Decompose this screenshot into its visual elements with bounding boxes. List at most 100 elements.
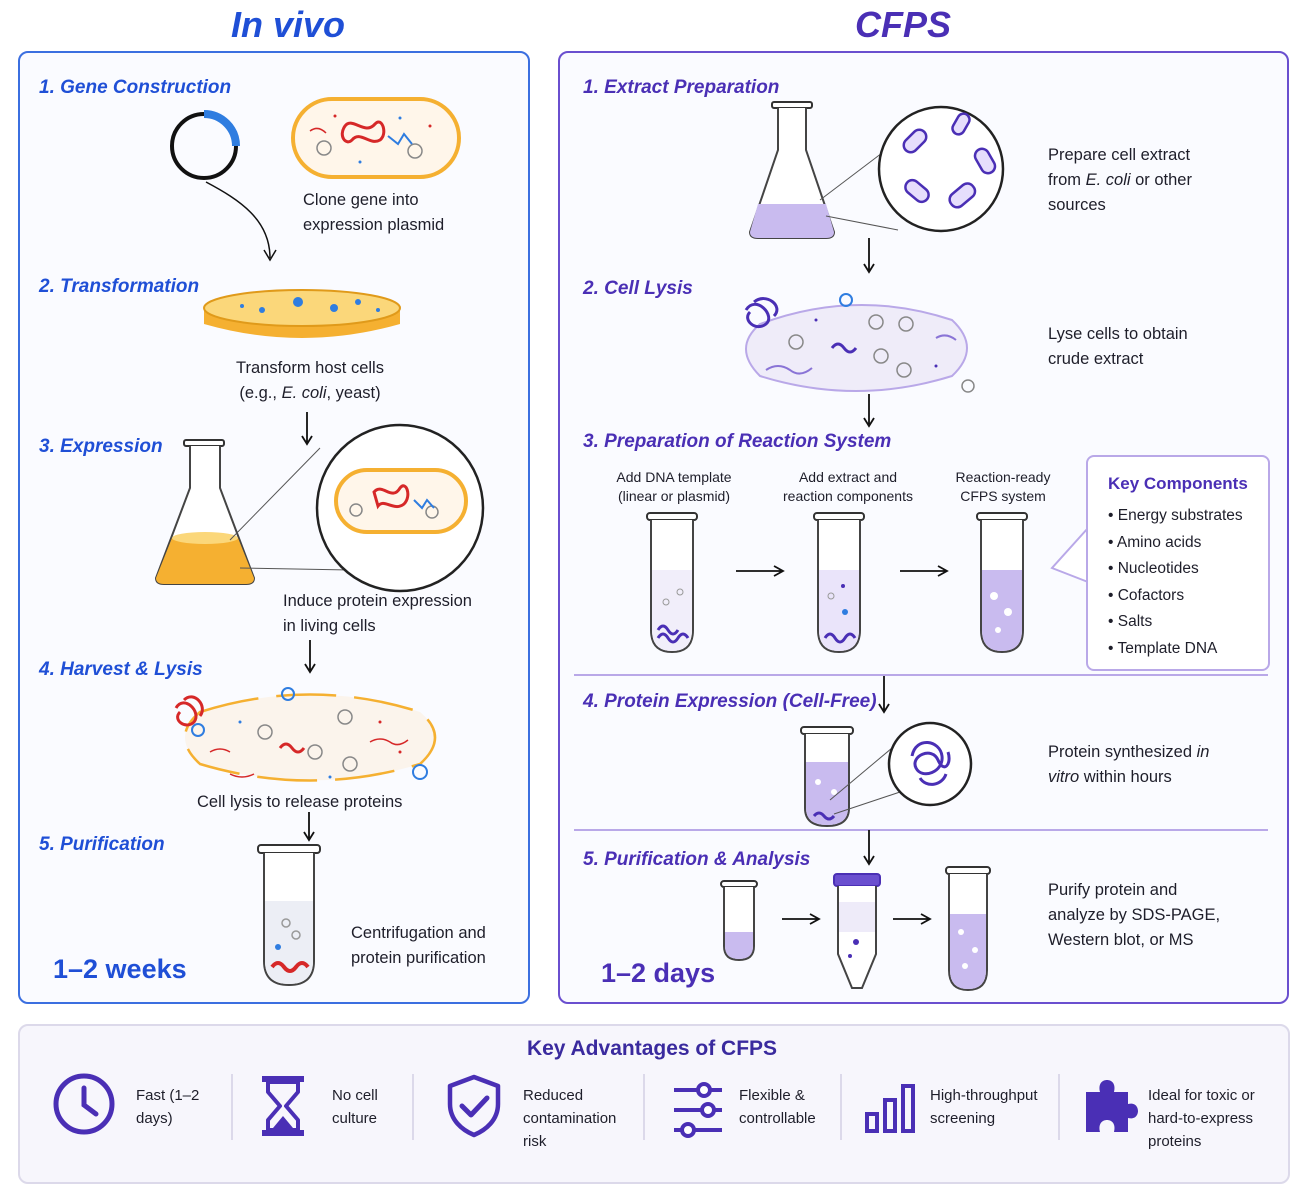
- invivo-title: In vivo: [230, 4, 346, 45]
- advantage-label-contamination: Reduced contamination risk: [523, 1087, 617, 1150]
- desc-post: , yeast): [326, 384, 381, 402]
- key-component-label: Cofactors: [1117, 586, 1185, 604]
- bacterium-cell-icon: [291, 97, 461, 179]
- tube-label-3: Reaction-ready CFPS system: [955, 469, 1051, 504]
- desc-em: E. coli: [1085, 171, 1131, 189]
- advantage-divider: [1058, 1074, 1060, 1140]
- plasmid-icon: [170, 110, 240, 180]
- advantages-title: Key Advantages of CFPS: [526, 1037, 778, 1060]
- protein-zoom-icon: [887, 721, 973, 807]
- advantage-label-flexible: Flexible & controllable: [739, 1087, 816, 1127]
- advantage-label-fast: Fast (1–2 days): [136, 1087, 200, 1127]
- cfps-step5-title: 5. Purification & Analysis: [583, 849, 811, 870]
- right-arrow: [736, 565, 785, 577]
- zoom-lines: [229, 447, 351, 571]
- sliders-icon: [674, 1082, 722, 1138]
- invivo-step1-desc: Clone gene into expression plasmid: [303, 191, 445, 234]
- cfps-title: CFPS: [854, 4, 951, 45]
- section-divider: [574, 674, 1268, 676]
- invivo-step3-title: 3. Expression: [39, 436, 163, 457]
- invivo-step1-title: 1. Gene Construction: [39, 77, 232, 98]
- down-arrow: [863, 394, 875, 428]
- key-component-label: Energy substrates: [1117, 507, 1243, 524]
- tube-label-1: Add DNA template (linear or plasmid): [616, 469, 732, 504]
- key-components-box: Key Components • Energy substrates • Ami…: [1086, 455, 1270, 671]
- key-component-item: • Amino acids: [1108, 533, 1202, 551]
- advantage-divider: [643, 1074, 645, 1140]
- advantage-divider: [840, 1074, 842, 1140]
- desc-pre: Prepare cell extract from: [1048, 146, 1191, 189]
- key-component-item: • Template DNA: [1108, 639, 1218, 657]
- expression-tube-icon: [800, 726, 854, 828]
- key-component-label: Template DNA: [1117, 639, 1218, 657]
- cfps-duration: 1–2 days: [601, 958, 716, 988]
- invivo-duration: 1–2 weeks: [53, 954, 187, 984]
- shield-check-icon: [447, 1074, 501, 1138]
- invivo-step2-desc: Transform host cells (e.g., E. coli, yea…: [200, 356, 420, 406]
- desc-em: in vitro: [1048, 743, 1210, 786]
- crude-extract-icon: [744, 293, 975, 393]
- right-arrow: [893, 913, 932, 925]
- hourglass-icon: [262, 1076, 304, 1136]
- key-component-item: • Energy substrates: [1108, 507, 1243, 524]
- advantage-label-toxic: Ideal for toxic or hard-to-express prote…: [1148, 1087, 1255, 1150]
- bar-chart-icon: [865, 1084, 915, 1133]
- desc-pre: (e.g.,: [239, 384, 282, 402]
- invivo-step2-title: 2. Transformation: [39, 276, 200, 297]
- puzzle-icon: [1086, 1080, 1138, 1132]
- clock-icon: [53, 1073, 115, 1135]
- zoom-lines: [819, 149, 899, 231]
- advantages-panel: [18, 1024, 1290, 1184]
- key-component-label: Nucleotides: [1117, 560, 1199, 577]
- cfps-step2-title: 2. Cell Lysis: [583, 278, 693, 299]
- callout-pointer: [1050, 527, 1089, 583]
- reaction-tube-3-icon: [976, 512, 1028, 654]
- down-arrow: [304, 640, 316, 674]
- cfps-step1-desc: Prepare cell extract from E. coli or oth…: [1048, 143, 1218, 218]
- advantage-label-throughput: High-throughput screening: [930, 1087, 1038, 1127]
- invivo-step3-desc: Induce protein expression in living cell…: [283, 592, 472, 635]
- desc-pre: Protein synthesized: [1048, 743, 1197, 761]
- invivo-step5-desc: Centrifugation and protein purification: [351, 924, 486, 967]
- key-component-label: Salts: [1117, 613, 1153, 630]
- petri-dish-icon: [203, 289, 401, 338]
- section-divider: [574, 829, 1268, 831]
- invivo-step2-desc-line1: Transform host cells: [236, 359, 384, 377]
- centrifuge-tube-icon: [257, 844, 321, 987]
- cfps-step2-desc: Lyse cells to obtain crude extract: [1048, 325, 1188, 368]
- down-arrow: [303, 812, 315, 842]
- key-components-list: • Energy substrates • Amino acids • Nucl…: [1108, 503, 1243, 662]
- cfps-step3-title: 3. Preparation of Reaction System: [583, 431, 892, 452]
- lysed-cell-icon: [174, 687, 437, 782]
- cfps-step5-desc: Purify protein and analyze by SDS-PAGE, …: [1048, 881, 1221, 949]
- down-arrow: [878, 676, 890, 714]
- down-arrow: [863, 830, 875, 866]
- cfps-step4-desc: Protein synthesized in vitro within hour…: [1048, 740, 1228, 790]
- key-components-title: Key Components: [1108, 474, 1248, 493]
- key-component-item: • Cofactors: [1108, 586, 1185, 604]
- desc-em: E. coli: [281, 384, 327, 402]
- spin-column-icon: [833, 873, 881, 989]
- right-arrow: [900, 565, 949, 577]
- down-arrow: [301, 412, 313, 446]
- cfps-step4-title: 4. Protein Expression (Cell-Free): [583, 691, 877, 712]
- advantage-divider: [231, 1074, 233, 1140]
- down-arrow: [863, 238, 875, 274]
- desc-post: within hours: [1079, 768, 1172, 786]
- reaction-tube-2-icon: [813, 512, 865, 654]
- extract-flask-icon: [748, 101, 836, 239]
- culture-flask-icon: [154, 439, 256, 585]
- small-tube-icon: [720, 880, 758, 962]
- key-component-item: • Salts: [1108, 613, 1153, 630]
- key-component-label: Amino acids: [1116, 533, 1202, 551]
- cfps-step1-title: 1. Extract Preparation: [583, 77, 780, 98]
- purified-tube-icon: [945, 866, 991, 992]
- invivo-step4-title: 4. Harvest & Lysis: [39, 659, 203, 680]
- right-arrow: [782, 913, 821, 925]
- zoom-cell-icon: [315, 423, 485, 593]
- cells-zoom-icon: [877, 105, 1005, 233]
- advantage-divider: [412, 1074, 414, 1140]
- desc-post: or other sources: [1048, 171, 1192, 214]
- zoom-lines: [829, 747, 901, 815]
- invivo-step5-title: 5. Purification: [39, 834, 165, 855]
